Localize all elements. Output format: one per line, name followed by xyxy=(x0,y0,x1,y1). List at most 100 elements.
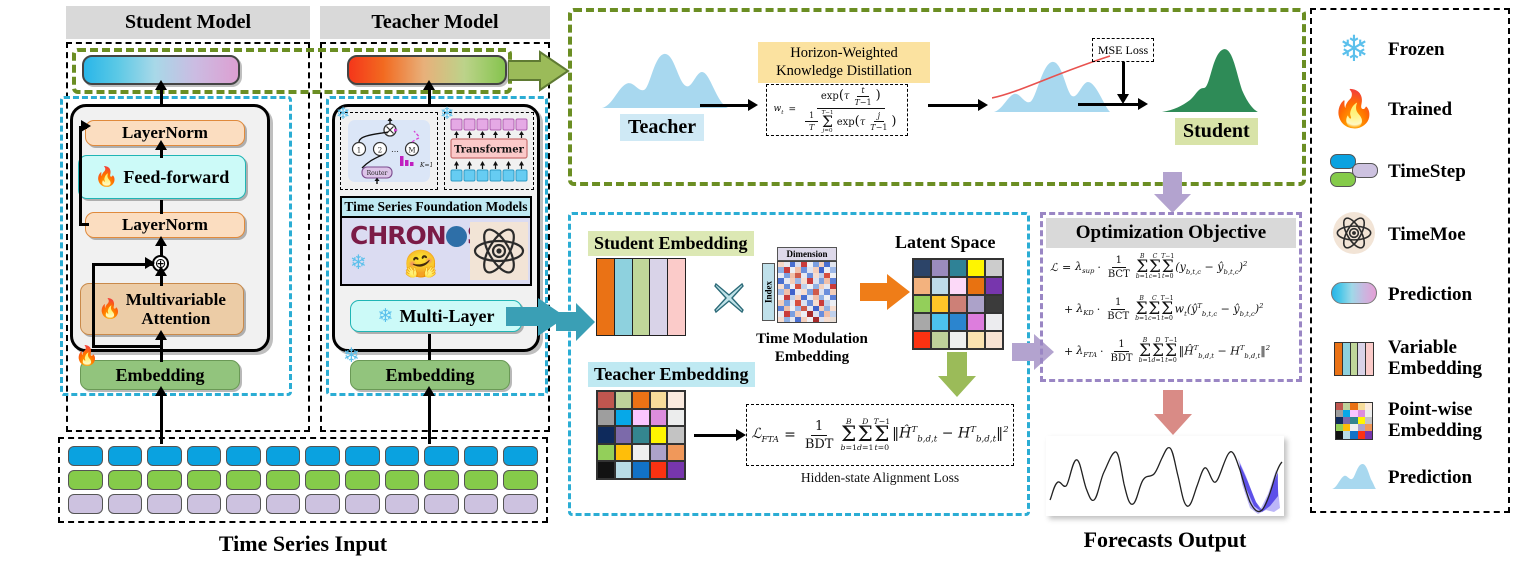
residual-path-inner xyxy=(92,263,95,345)
flame-icon: 🔥 xyxy=(1331,89,1377,130)
variable-embedding-column xyxy=(668,259,685,335)
token-cell xyxy=(424,494,459,514)
student-out-arrow xyxy=(160,88,163,114)
teacher-input-head xyxy=(423,386,435,396)
moe-diagram-container xyxy=(340,112,438,190)
teacher-frozen-region xyxy=(326,96,548,396)
fta-eq: = xyxy=(784,427,796,443)
token-cell xyxy=(226,446,261,466)
legend-label: Prediction xyxy=(1388,284,1473,306)
variable-embedding-icon xyxy=(1330,341,1378,376)
snowflake-icon: ❄ xyxy=(336,104,351,124)
token-cell xyxy=(503,470,538,490)
timestep-icon xyxy=(1330,152,1378,192)
legend-item-prediction-bar: Prediction xyxy=(1330,282,1500,309)
token-cell xyxy=(147,470,182,490)
token-cell xyxy=(226,494,261,514)
student-prediction-curve xyxy=(1162,49,1258,112)
formula-to-weighted-head xyxy=(978,99,988,111)
flame-icon: 🔥 xyxy=(94,165,119,188)
teacher-embedding-label: Embedding xyxy=(385,364,475,385)
teacher-to-embedding-arrow xyxy=(506,298,566,336)
variable-embedding-column xyxy=(632,259,651,335)
token-cell xyxy=(463,470,499,490)
teacher-out-arrow xyxy=(428,88,431,114)
mse-down-arrow xyxy=(1122,62,1125,100)
optimization-title: Optimization Objective xyxy=(1075,222,1267,243)
token-cell xyxy=(147,446,182,466)
panel-input-arrow xyxy=(556,303,595,341)
hwkd-title-line1: Horizon-Weighted xyxy=(790,45,898,61)
arrow-ln-to-top xyxy=(160,146,163,158)
svg-text:2: 2 xyxy=(378,147,382,155)
arrow-ff-to-ln xyxy=(160,200,163,214)
teacher-input-arrow xyxy=(428,392,431,444)
time-modulation-line2: Embedding xyxy=(774,349,850,365)
token-cell xyxy=(305,446,341,466)
legend-label: Frozen xyxy=(1388,38,1445,60)
multivariable-attention-block[interactable]: 🔥 Multivariable Attention xyxy=(80,283,244,335)
svg-text:Router: Router xyxy=(367,170,388,177)
teacher-prediction-curve xyxy=(602,53,728,108)
feed-forward-label: Feed-forward xyxy=(123,166,230,187)
teacher-embedding-block[interactable]: ❄ Embedding xyxy=(343,345,510,390)
snowflake-icon: ❄ xyxy=(1338,29,1370,70)
transformer-graph: Transformer xyxy=(450,118,528,182)
chronos-logo: CHRONS xyxy=(350,221,485,250)
foundation-models-card: Time Series Foundation Models xyxy=(340,196,532,218)
student-embedding-label: Embedding xyxy=(115,364,205,385)
token-cell xyxy=(384,470,420,490)
layernorm-bottom-label: LayerNorm xyxy=(122,215,208,234)
time-series-input-caption: Time Series Input xyxy=(218,531,388,556)
pointwise-embedding-icon xyxy=(1330,401,1378,440)
token-cell xyxy=(305,470,341,490)
legend-label: Trained xyxy=(1388,98,1453,120)
feed-forward-block[interactable]: 🔥 Feed-forward xyxy=(78,155,246,199)
arrow-emb-to-attn xyxy=(160,336,163,362)
student-embedding-bars xyxy=(596,258,686,336)
token-cell xyxy=(68,470,103,490)
residual-inner-top xyxy=(92,263,154,266)
latent-space-grid xyxy=(912,258,1004,350)
optimization-panel xyxy=(1040,212,1302,382)
token-cell xyxy=(424,470,459,490)
legend-label: Point-wise Embedding xyxy=(1388,399,1482,441)
token-cell xyxy=(147,494,182,514)
token-cell xyxy=(503,494,538,514)
token-cell xyxy=(345,446,380,466)
token-cell xyxy=(265,494,301,514)
teacher-model-title: Teacher Model xyxy=(371,11,499,33)
latent-space-label: Latent Space xyxy=(895,232,996,252)
multiply-icon xyxy=(714,282,744,314)
heatmap-x-axis-label: Dimension xyxy=(777,247,837,261)
fta-caption: Hidden-state Alignment Loss xyxy=(800,470,960,485)
mse-to-student-arrow xyxy=(1078,103,1140,106)
foundation-models-header: Time Series Foundation Models xyxy=(344,199,528,214)
formula-to-weighted-arrow xyxy=(928,104,980,107)
multi-layer-block[interactable]: ❄ Multi-Layer xyxy=(350,300,522,332)
token-cell xyxy=(107,446,143,466)
embedding-panel xyxy=(568,212,1030,516)
prediction-bar-icon xyxy=(1330,282,1378,309)
arrow-attn-head xyxy=(155,266,167,276)
mse-loss-label: MSE Loss xyxy=(1097,42,1149,57)
forecast-output-caption: Forecasts Output xyxy=(1083,527,1247,552)
multi-layer-label: Multi-Layer xyxy=(399,305,495,326)
svg-text:1: 1 xyxy=(357,147,361,155)
teacher-embedding-to-fta-head xyxy=(736,429,746,441)
forecast-chart-svg xyxy=(1049,446,1283,514)
fta-body: ‖ĤTb,d,t − HTb,d,t‖2 xyxy=(892,425,1009,445)
residual-inner-head xyxy=(145,257,155,269)
layernorm-bottom-block[interactable]: LayerNorm xyxy=(85,212,245,238)
moe-graph: 1 2 ... M K=1 Router xyxy=(351,118,432,184)
time-modulation-heatmap xyxy=(777,261,837,323)
